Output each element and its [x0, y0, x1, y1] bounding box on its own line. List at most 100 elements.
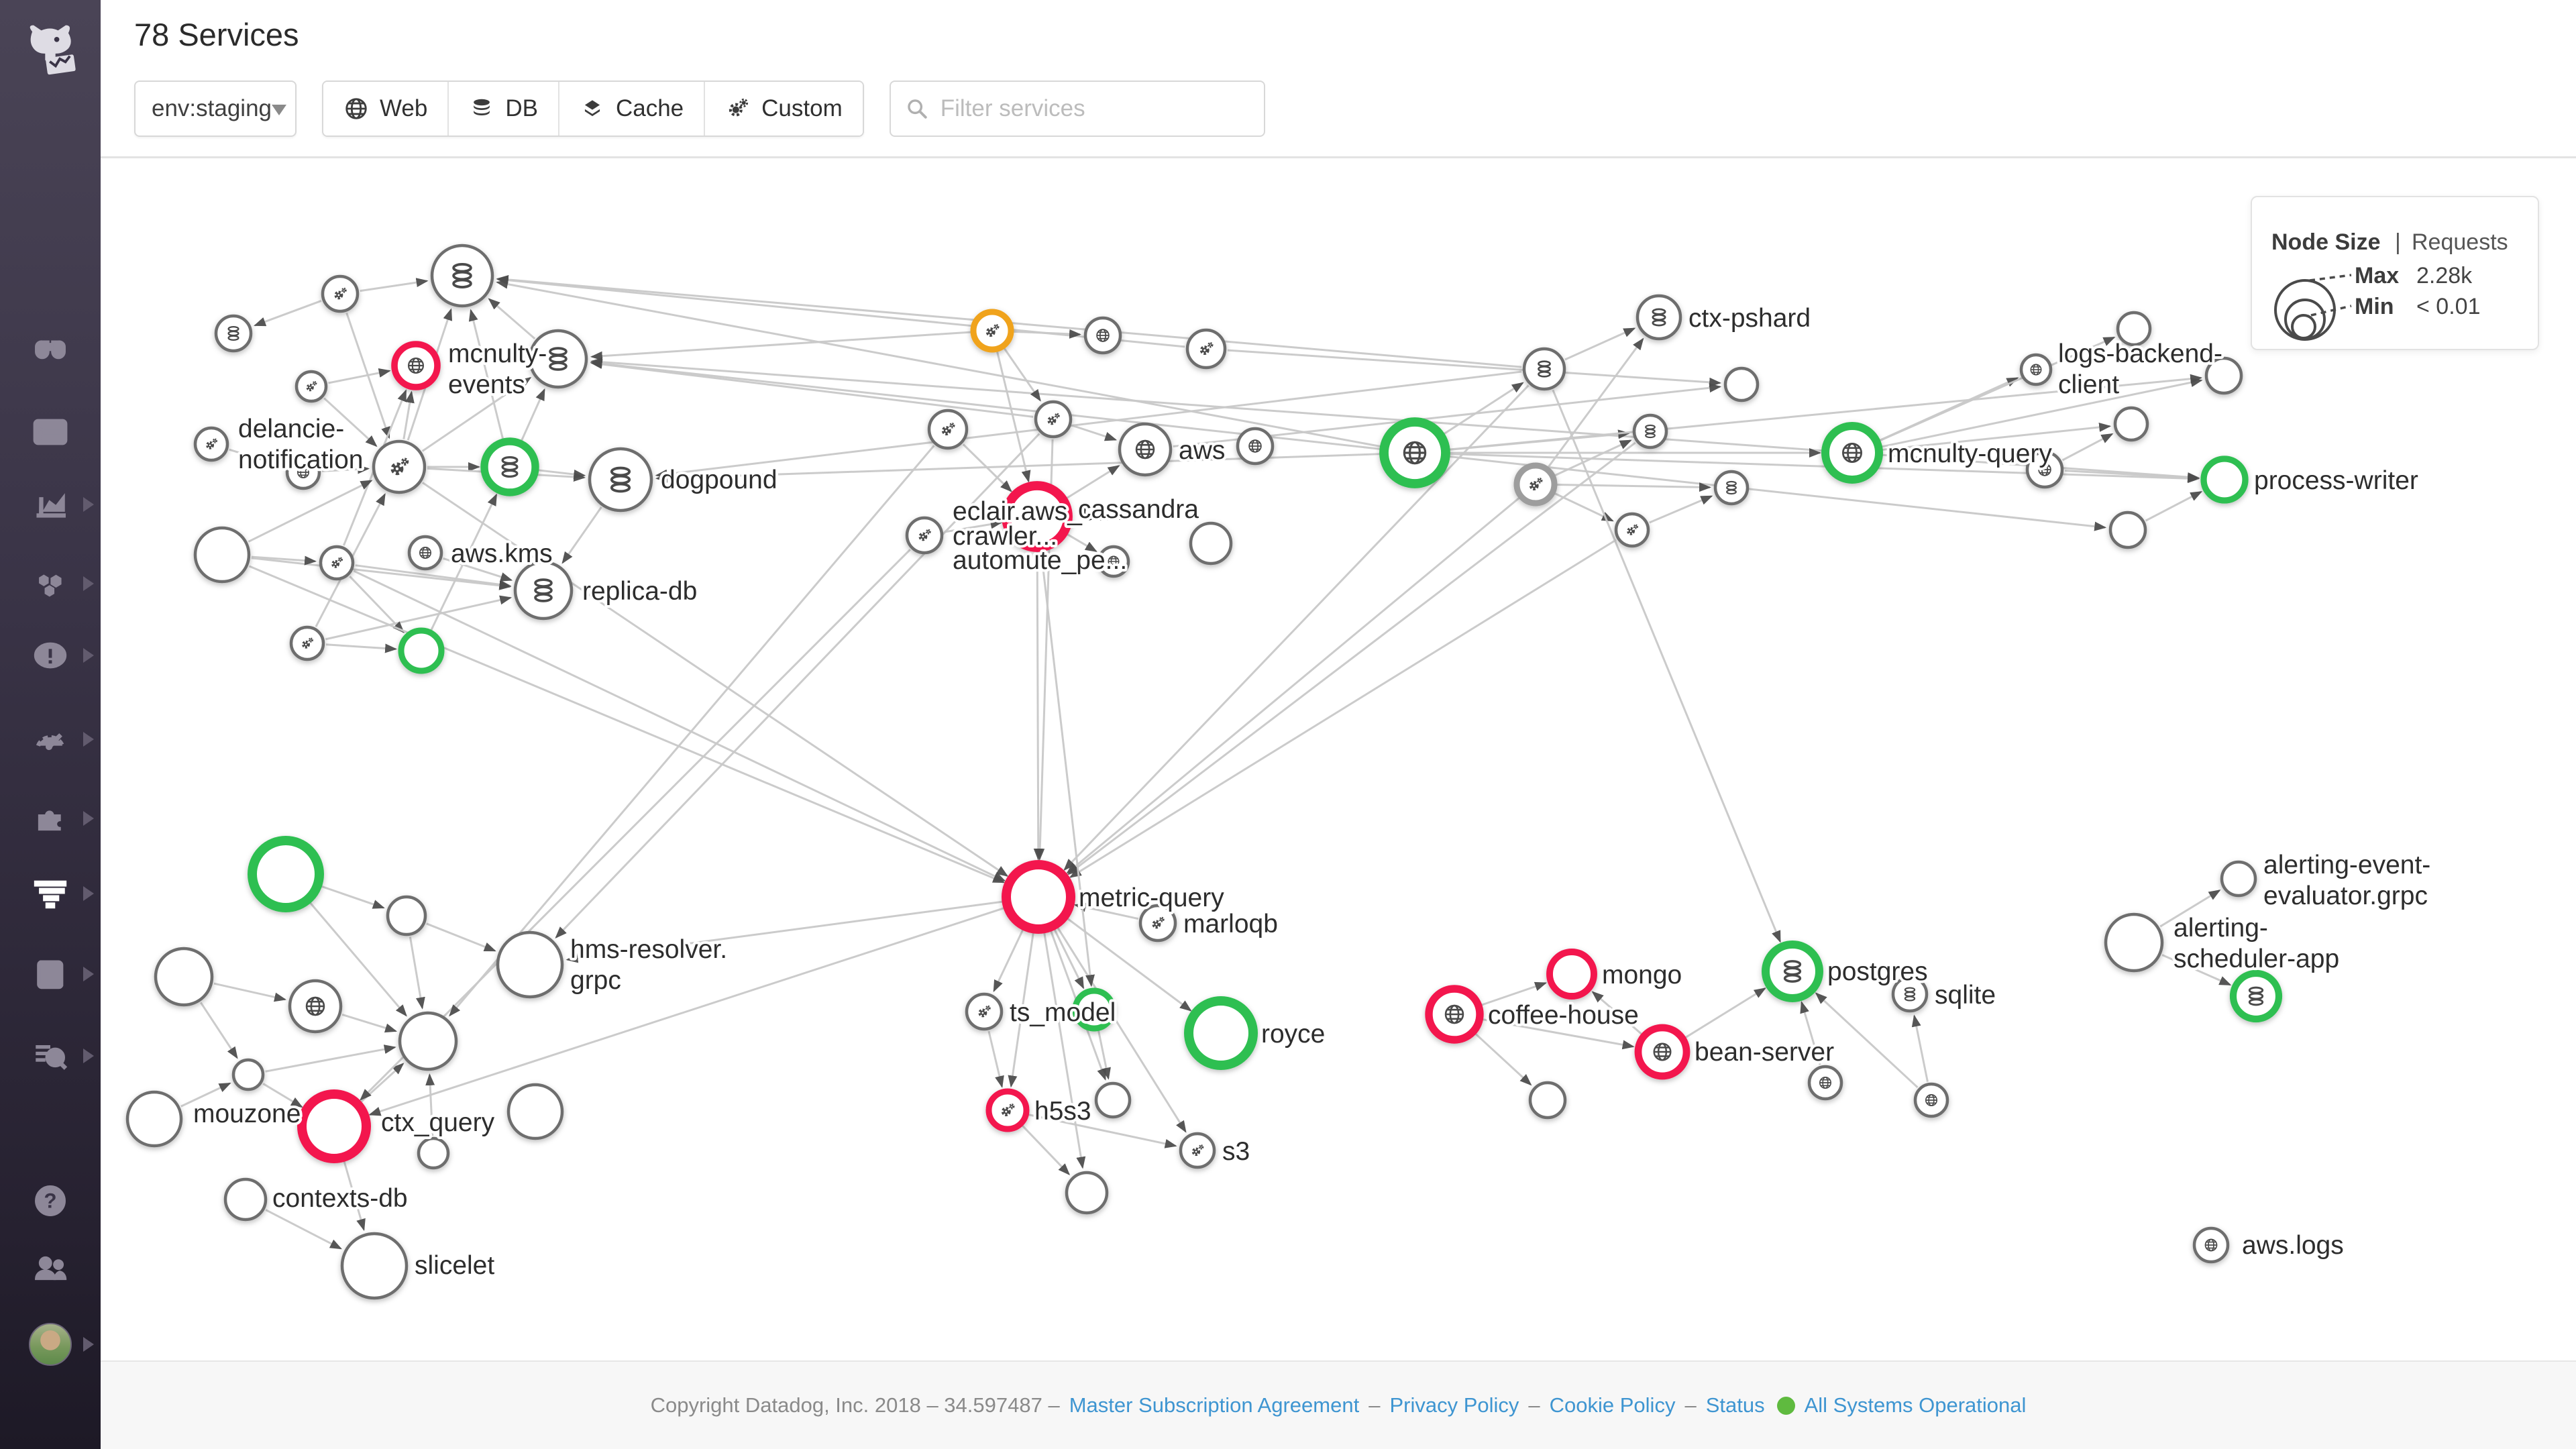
service-node[interactable] — [319, 545, 355, 581]
service-node[interactable] — [1094, 1081, 1132, 1119]
service-node[interactable] — [970, 309, 1014, 353]
service-node[interactable] — [340, 1232, 409, 1300]
service-node[interactable] — [1083, 316, 1122, 355]
sidebar-item-apm[interactable] — [0, 859, 101, 928]
service-node[interactable] — [506, 1083, 564, 1140]
service-node[interactable] — [386, 895, 427, 936]
service-node[interactable] — [430, 244, 494, 308]
service-node[interactable] — [1614, 512, 1650, 548]
service-node[interactable] — [1184, 996, 1258, 1070]
service-node[interactable] — [905, 516, 944, 555]
service-node[interactable] — [1002, 481, 1073, 552]
service-node[interactable] — [1072, 987, 1116, 1032]
filter-button-web[interactable]: Web — [323, 82, 448, 136]
link-privacy-policy[interactable]: Privacy Policy — [1389, 1393, 1519, 1417]
service-node[interactable] — [288, 979, 343, 1034]
service-node[interactable] — [1891, 975, 1929, 1013]
service-node[interactable] — [1821, 422, 1883, 484]
sidebar-item-infrastructure[interactable] — [0, 549, 101, 619]
service-node[interactable] — [2108, 511, 2147, 549]
service-node[interactable] — [985, 1088, 1030, 1132]
service-node[interactable] — [1379, 417, 1450, 488]
service-node[interactable] — [214, 314, 253, 353]
service-node[interactable] — [417, 1136, 450, 1170]
service-node[interactable] — [248, 836, 324, 912]
link-cookie-policy[interactable]: Cookie Policy — [1549, 1393, 1676, 1417]
service-node[interactable] — [1632, 413, 1668, 449]
service-node[interactable] — [1522, 347, 1566, 391]
service-node[interactable] — [588, 447, 653, 513]
service-node[interactable] — [294, 370, 328, 403]
service-node[interactable] — [154, 947, 214, 1007]
service-node[interactable] — [2104, 912, 2164, 973]
link-master-subscription-agreement[interactable]: Master Subscription Agreement — [1069, 1393, 1360, 1417]
service-node[interactable] — [2200, 455, 2249, 504]
sidebar-item-dashboards[interactable] — [0, 704, 101, 774]
service-node[interactable] — [1546, 949, 1597, 1000]
sidebar-item-metrics[interactable] — [0, 470, 101, 539]
service-node[interactable] — [372, 439, 427, 494]
service-node[interactable] — [1635, 294, 1682, 341]
filter-button-custom[interactable]: Custom — [704, 82, 863, 136]
service-node[interactable] — [1513, 462, 1558, 506]
service-node[interactable] — [398, 627, 445, 674]
service-node[interactable] — [391, 341, 441, 390]
service-node[interactable] — [1913, 1082, 1949, 1118]
service-node[interactable] — [193, 526, 251, 584]
service-node[interactable] — [1425, 985, 1484, 1044]
sidebar-item-help[interactable]: ? — [0, 1166, 101, 1236]
service-node[interactable] — [1138, 904, 1177, 943]
service-node[interactable] — [965, 992, 1004, 1031]
sidebar-item-users[interactable] — [0, 1233, 101, 1303]
service-node[interactable] — [2204, 356, 2243, 395]
service-node[interactable] — [1189, 521, 1233, 566]
service-node[interactable] — [407, 535, 443, 571]
filter-services-input[interactable] — [938, 95, 1249, 123]
service-node[interactable] — [2220, 860, 2257, 898]
service-node[interactable] — [2025, 450, 2064, 489]
service-node[interactable] — [1179, 1132, 1216, 1169]
service-node[interactable] — [125, 1090, 183, 1148]
service-node[interactable] — [297, 1089, 371, 1163]
service-node[interactable] — [927, 409, 969, 450]
service-node[interactable] — [2229, 969, 2283, 1023]
service-node[interactable] — [1762, 941, 1823, 1002]
service-node[interactable] — [2113, 406, 2149, 442]
service-node[interactable] — [513, 560, 574, 621]
service-node[interactable] — [1002, 860, 1075, 934]
sidebar-item-notebooks[interactable] — [0, 939, 101, 1009]
sidebar-item-integrations[interactable] — [0, 784, 101, 853]
sidebar-item-events[interactable] — [0, 397, 101, 467]
filter-button-db[interactable]: DB — [447, 82, 558, 136]
service-node[interactable] — [2116, 311, 2152, 347]
service-node[interactable] — [231, 1058, 265, 1091]
service-node[interactable] — [1118, 422, 1173, 477]
search-box[interactable] — [889, 80, 1265, 137]
service-node[interactable] — [1634, 1024, 1690, 1080]
service-node[interactable] — [1528, 1081, 1567, 1120]
service-node[interactable] — [285, 454, 321, 490]
sidebar-item-avatar[interactable] — [0, 1309, 101, 1379]
service-node[interactable] — [528, 329, 588, 389]
env-filter-dropdown[interactable]: env:staging — [134, 80, 297, 137]
service-node[interactable] — [496, 930, 564, 999]
service-node[interactable] — [2192, 1226, 2230, 1264]
service-node[interactable] — [480, 437, 539, 496]
service-node[interactable] — [1034, 400, 1073, 439]
datadog-logo-icon[interactable] — [0, 12, 101, 93]
service-node[interactable] — [321, 274, 360, 313]
service-node[interactable] — [1807, 1065, 1843, 1101]
service-node[interactable] — [2019, 353, 2053, 386]
sidebar-item-logs[interactable] — [0, 1021, 101, 1091]
service-node[interactable] — [398, 1011, 458, 1071]
service-node[interactable] — [1065, 1171, 1109, 1215]
service-node[interactable] — [193, 426, 229, 462]
service-node[interactable] — [223, 1177, 268, 1222]
link-status[interactable]: Status — [1705, 1393, 1765, 1417]
service-node[interactable] — [1097, 545, 1130, 578]
service-node[interactable] — [1185, 328, 1227, 370]
service-node[interactable] — [1723, 366, 1760, 402]
sidebar-item-watchdog[interactable] — [0, 315, 101, 385]
filter-button-cache[interactable]: Cache — [557, 82, 704, 136]
